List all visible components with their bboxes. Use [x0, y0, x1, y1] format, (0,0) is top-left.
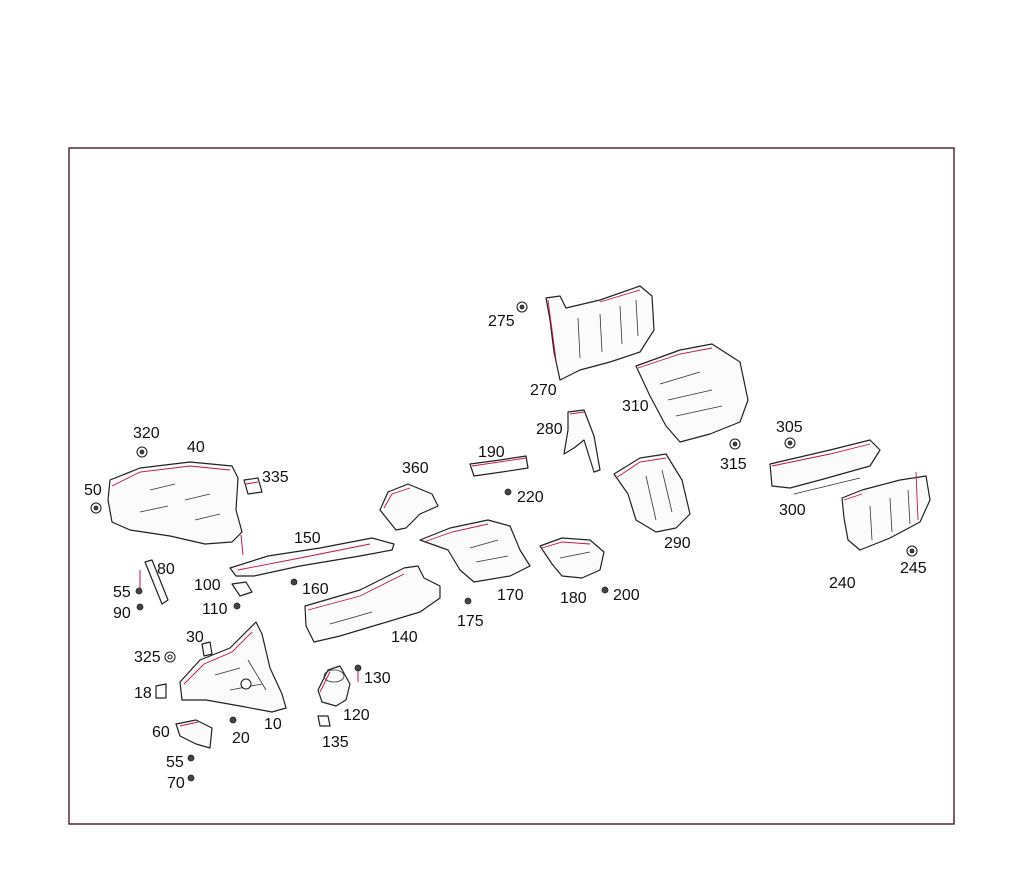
label-55b: 55	[166, 754, 184, 771]
part-280-bracket[interactable]	[563, 409, 601, 473]
label-160: 160	[302, 581, 329, 598]
part-90-screw[interactable]	[136, 603, 144, 611]
label-18: 18	[134, 685, 152, 702]
part-325-washer[interactable]	[164, 651, 176, 663]
label-275: 275	[488, 313, 515, 330]
label-70: 70	[167, 775, 185, 792]
label-315: 315	[720, 456, 747, 473]
part-60-bracket[interactable]	[175, 719, 213, 749]
part-30-clip[interactable]	[201, 641, 213, 657]
part-245-nut[interactable]	[906, 545, 918, 557]
part-335-clip[interactable]	[243, 477, 263, 495]
part-55b-screw[interactable]	[187, 754, 195, 762]
part-150-shield[interactable]	[229, 537, 395, 577]
part-170-shield[interactable]	[419, 519, 531, 583]
label-200: 200	[613, 587, 640, 604]
part-160-screw[interactable]	[290, 578, 298, 586]
part-10-shield[interactable]	[179, 621, 287, 713]
part-100-bracket[interactable]	[231, 581, 253, 597]
label-55a: 55	[113, 584, 131, 601]
part-180-shield[interactable]	[539, 537, 605, 579]
part-135-clip[interactable]	[317, 715, 331, 727]
label-280: 280	[536, 421, 563, 438]
part-300-shield[interactable]	[769, 439, 881, 495]
part-70-screw[interactable]	[187, 774, 195, 782]
part-275-nut[interactable]	[516, 301, 528, 313]
part-110-screw[interactable]	[233, 602, 241, 610]
label-10: 10	[264, 716, 282, 733]
part-270-shield[interactable]	[545, 285, 655, 381]
label-140: 140	[391, 629, 418, 646]
label-135: 135	[322, 734, 349, 751]
part-290-shield[interactable]	[613, 453, 691, 533]
part-18-clip[interactable]	[155, 683, 167, 699]
label-335: 335	[262, 469, 289, 486]
part-360-shield[interactable]	[379, 483, 439, 531]
part-50-nut[interactable]	[90, 502, 102, 514]
label-220: 220	[517, 489, 544, 506]
label-60: 60	[152, 724, 170, 741]
label-130: 130	[364, 670, 391, 687]
part-175-screw[interactable]	[464, 597, 472, 605]
label-245: 245	[900, 560, 927, 577]
label-305: 305	[776, 419, 803, 436]
label-110: 110	[202, 601, 228, 618]
label-180: 180	[560, 590, 587, 607]
part-220-screw[interactable]	[504, 488, 512, 496]
label-120: 120	[343, 707, 370, 724]
part-190-shield[interactable]	[469, 455, 529, 477]
label-80: 80	[157, 561, 175, 578]
part-315-nut[interactable]	[729, 438, 741, 450]
label-325: 325	[134, 649, 161, 666]
part-240-shield[interactable]	[841, 471, 931, 551]
part-20-screw[interactable]	[229, 716, 237, 724]
label-150: 150	[294, 530, 321, 547]
diagram-frame	[68, 147, 955, 825]
label-20: 20	[232, 730, 250, 747]
part-200-screw[interactable]	[601, 586, 609, 594]
label-190: 190	[478, 444, 505, 461]
label-50: 50	[84, 482, 102, 499]
part-305-nut[interactable]	[784, 437, 796, 449]
part-55a-screw[interactable]	[135, 587, 143, 595]
label-320: 320	[133, 425, 160, 442]
label-30: 30	[186, 629, 204, 646]
part-130-screw[interactable]	[354, 664, 362, 682]
label-240: 240	[829, 575, 856, 592]
label-310: 310	[622, 398, 649, 415]
label-290: 290	[664, 535, 691, 552]
label-270: 270	[530, 382, 557, 399]
part-140-shield[interactable]	[304, 565, 441, 643]
label-360: 360	[402, 460, 429, 477]
label-175: 175	[457, 613, 484, 630]
part-40-shield[interactable]	[107, 461, 244, 556]
part-310-shield[interactable]	[635, 343, 749, 443]
label-90: 90	[113, 605, 131, 622]
label-170: 170	[497, 587, 524, 604]
part-80-bracket[interactable]	[139, 559, 169, 605]
label-40: 40	[187, 439, 205, 456]
label-100: 100	[194, 577, 221, 594]
part-120-boot[interactable]	[317, 665, 351, 707]
label-300: 300	[779, 502, 806, 519]
part-320-nut[interactable]	[136, 446, 148, 458]
